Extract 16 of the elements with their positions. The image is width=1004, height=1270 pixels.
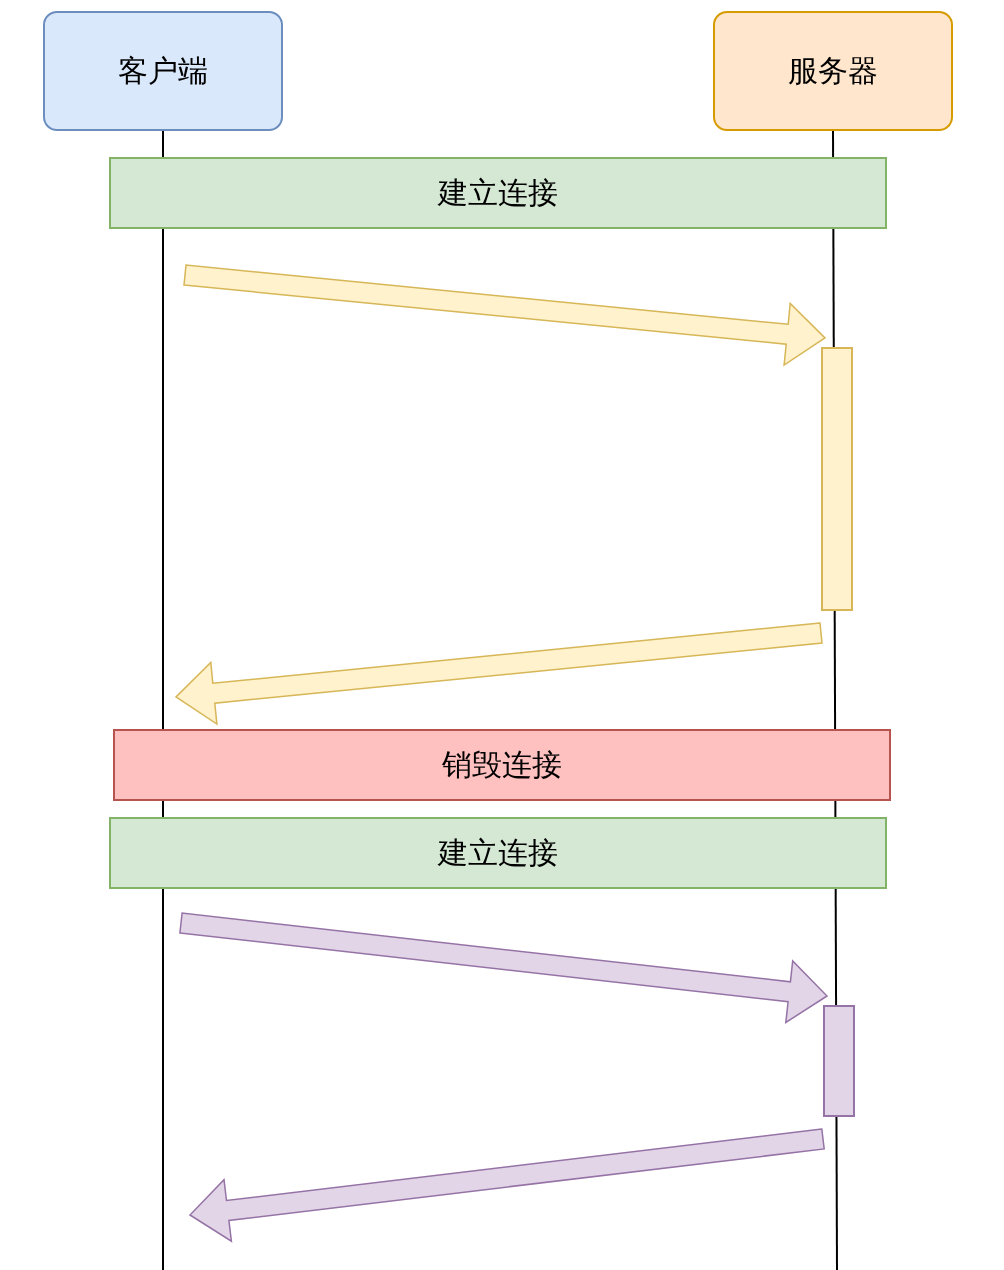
activation-bar: [823, 1005, 855, 1117]
node-label: 建立连接: [438, 834, 558, 871]
node-label: 客户端: [118, 52, 208, 89]
node-label: 销毁连接: [442, 746, 562, 783]
block-arrow: [183, 264, 827, 367]
node-label: 服务器: [788, 52, 878, 89]
block-arrow: [179, 912, 829, 1024]
block-arrow: [174, 622, 823, 726]
node-label: 建立连接: [438, 174, 558, 211]
block-arrow: [188, 1128, 826, 1243]
activation-bar: [821, 347, 853, 611]
phase-band: [113, 729, 891, 801]
phase-band: [109, 817, 887, 889]
participant-box: [713, 11, 953, 131]
phase-band: [109, 157, 887, 229]
participant-box: [43, 11, 283, 131]
